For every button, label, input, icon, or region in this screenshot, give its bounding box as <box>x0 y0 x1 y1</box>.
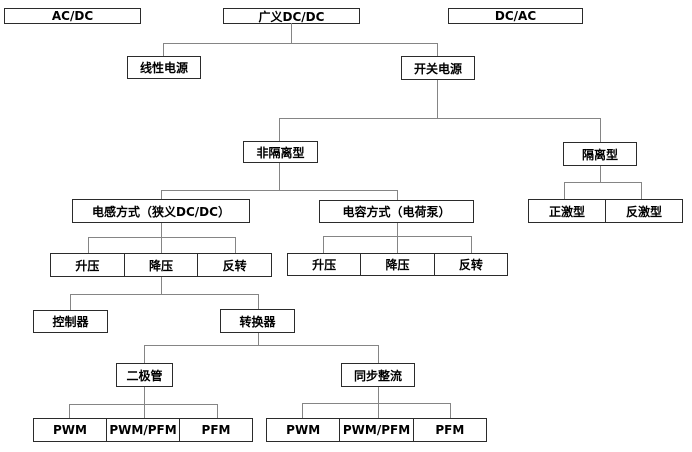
connector-line <box>600 166 601 182</box>
connector-line <box>564 182 565 199</box>
node-pwm-left: PWM <box>53 423 87 437</box>
connector-line <box>258 333 259 345</box>
node-boost-right: 升压 <box>312 258 337 272</box>
node-dc-ac: DC/AC <box>448 8 583 24</box>
connector-line <box>144 387 145 404</box>
group-capacitive-topologies: 升压 降压 反转 <box>287 253 508 276</box>
connector-line <box>161 190 162 199</box>
connector-line <box>161 237 162 253</box>
group-inductive-topologies: 升压 降压 反转 <box>50 253 272 277</box>
connector-line <box>88 237 89 253</box>
connector-line <box>163 43 438 44</box>
group-diode-modulation: PWM PWM/PFM PFM <box>33 418 253 442</box>
node-ac-dc: AC/DC <box>4 8 141 24</box>
connector-line <box>302 403 451 404</box>
connector-line <box>397 190 398 200</box>
connector-line <box>70 294 71 310</box>
node-capacitive-mode: 电容方式（电荷泵） <box>319 200 474 223</box>
group-isolated-types: 正激型 反激型 <box>528 199 683 223</box>
connector-line <box>302 403 303 418</box>
connector-line <box>437 80 438 118</box>
node-controller: 控制器 <box>33 310 108 333</box>
connector-line <box>641 182 642 199</box>
connector-line <box>161 277 162 294</box>
node-forward-type: 正激型 <box>548 204 585 219</box>
connector-line <box>437 43 438 56</box>
connector-line <box>144 404 145 418</box>
connector-line <box>161 190 398 191</box>
node-pwm-pfm-left: PWM/PFM <box>106 419 179 441</box>
connector-line <box>291 23 292 43</box>
connector-line <box>378 387 379 403</box>
connector-line <box>69 404 218 405</box>
node-invert-right: 反转 <box>433 254 507 275</box>
node-buck-left: 降压 <box>123 254 198 276</box>
connector-line <box>397 223 398 236</box>
node-converter: 转换器 <box>220 309 295 333</box>
connector-line <box>279 163 280 190</box>
node-invert-left: 反转 <box>197 254 271 276</box>
connector-line <box>279 118 601 119</box>
connector-line <box>258 294 259 309</box>
connector-line <box>235 237 236 253</box>
connector-line <box>144 345 145 363</box>
connector-line <box>144 345 379 346</box>
node-buck-right: 降压 <box>360 254 433 275</box>
connector-line <box>279 118 280 141</box>
group-sync-modulation: PWM PWM/PFM PFM <box>266 418 487 442</box>
connector-line <box>397 236 398 253</box>
node-non-isolated: 非隔离型 <box>243 141 318 163</box>
connector-line <box>378 345 379 363</box>
node-diode: 二极管 <box>116 363 173 387</box>
connector-line <box>217 404 218 418</box>
connector-line <box>323 236 324 253</box>
node-switching-power: 开关电源 <box>401 56 475 80</box>
node-inductive-mode: 电感方式（狭义DC/DC） <box>72 199 250 223</box>
node-generalized-dc-dc: 广义DC/DC <box>223 8 360 24</box>
connector-line <box>88 237 236 238</box>
node-linear-power: 线性电源 <box>127 56 201 79</box>
node-pfm-right: PFM <box>412 419 486 441</box>
node-pfm-left: PFM <box>179 419 252 441</box>
node-sync-rectifier: 同步整流 <box>341 363 415 387</box>
connector-line <box>378 403 379 418</box>
node-isolated: 隔离型 <box>563 142 637 166</box>
connector-line <box>69 404 70 418</box>
connector-line <box>70 294 259 295</box>
connector-line <box>450 403 451 418</box>
connector-line <box>471 236 472 253</box>
node-flyback-type: 反激型 <box>605 200 682 222</box>
connector-line <box>564 182 642 183</box>
connector-line <box>600 118 601 142</box>
node-pwm-pfm-right: PWM/PFM <box>339 419 412 441</box>
node-boost-left: 升压 <box>75 258 100 273</box>
node-pwm-right: PWM <box>286 423 321 437</box>
connector-line <box>163 43 164 56</box>
connector-line <box>161 223 162 237</box>
